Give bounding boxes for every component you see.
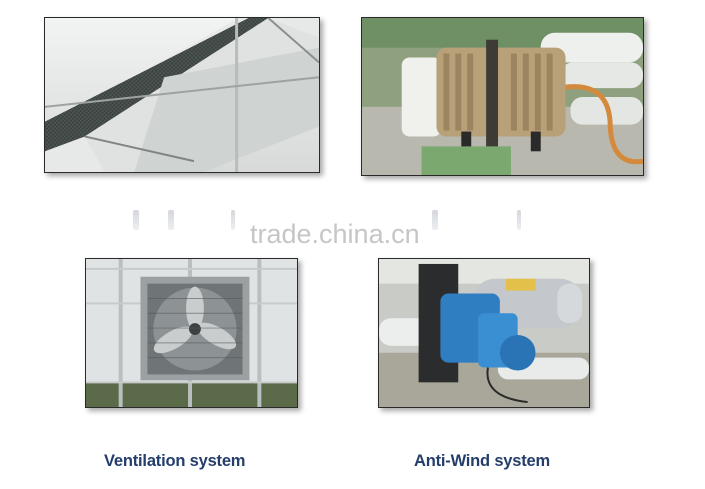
watermark-text: trade.china.cn <box>250 219 420 249</box>
shading-net-photo <box>44 17 320 173</box>
anti-wind-system-caption: Anti-Wind system <box>414 452 550 470</box>
blurred-label-fragment <box>133 210 139 230</box>
ventilation-fan-photo <box>85 258 298 408</box>
blurred-label-fragment <box>168 210 174 230</box>
blurred-label-fragment <box>517 210 521 230</box>
blurred-label-fragment <box>231 210 235 230</box>
anti-wind-motor-photo <box>378 258 590 408</box>
blurred-label-fragment <box>432 210 438 230</box>
ventilation-system-caption: Ventilation system <box>104 452 246 470</box>
air-pump-photo <box>361 17 644 176</box>
